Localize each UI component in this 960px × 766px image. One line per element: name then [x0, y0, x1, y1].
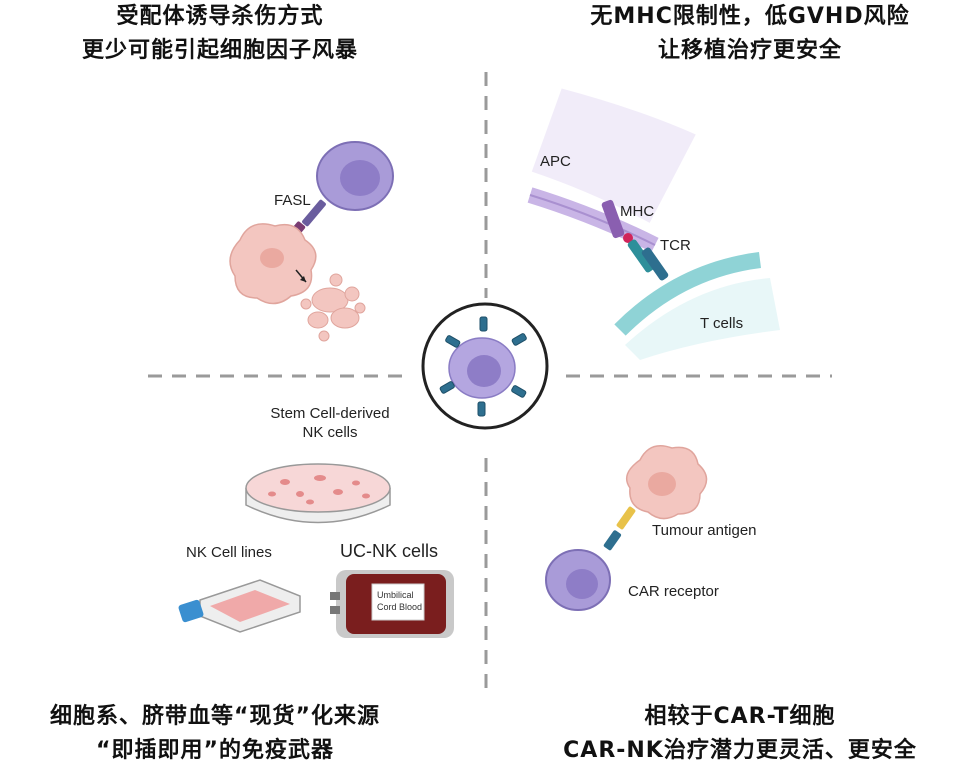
apoptotic-fragments-icon [300, 273, 366, 342]
tcr-icon [627, 239, 655, 273]
stem-cell-label-line1: Stem Cell-derived [270, 405, 389, 422]
fasl-killing-illustration: FASL [229, 141, 394, 342]
bottom-left-caption-line1: 细胞系、脐带血等“现货”化来源 [50, 704, 380, 729]
bottom-right-caption-line1: 相较于CAR-T细胞 [644, 704, 836, 729]
center-nk-cell-icon [421, 302, 549, 430]
bottom-right-caption: 相较于CAR-T细胞 CAR-NK治疗潜力更灵活、更安全 [520, 700, 960, 766]
mhc-tcr-illustration: APC MHC TCR T cells [527, 88, 780, 360]
top-right-caption-line1: 无MHC限制性，低GVHD风险 [590, 4, 910, 29]
stem-cell-label-line2: NK cells [302, 424, 357, 441]
t-cell-membrane [614, 252, 762, 336]
tcr-label: TCR [660, 237, 691, 254]
t-cells-label: T cells [700, 315, 743, 332]
bottom-left-caption: 细胞系、脐带血等“现货”化来源 “即插即用”的免疫武器 [0, 700, 430, 766]
mhc-icon [601, 199, 625, 239]
car-receptor-label: CAR receptor [628, 583, 719, 600]
top-left-caption-line2: 更少可能引起细胞因子风暴 [81, 38, 358, 63]
tumour-antigen-label: Tumour antigen [652, 522, 757, 539]
apc-label: APC [540, 153, 571, 170]
bottom-left-caption-line2: “即插即用”的免疫武器 [96, 738, 334, 763]
uc-nk-cells-label: UC-NK cells [340, 541, 438, 561]
quadrant-dividers [148, 72, 832, 695]
bag-label-line1: Umbilical [377, 590, 414, 600]
fasl-label: FASL [274, 192, 311, 209]
car-receptor-icon [603, 530, 622, 551]
top-left-caption-line1: 受配体诱导杀伤方式 [116, 4, 324, 29]
car-nk-illustration: Tumour antigen CAR receptor [545, 445, 757, 611]
top-left-caption: 受配体诱导杀伤方式 更少可能引起细胞因子风暴 [20, 0, 420, 68]
mhc-label: MHC [620, 203, 654, 220]
nk-cell-lines-label: NK Cell lines [186, 544, 272, 561]
top-right-caption: 无MHC限制性，低GVHD风险 让移植治疗更安全 [540, 0, 960, 68]
top-right-caption-line2: 让移植治疗更安全 [657, 38, 842, 63]
petri-dish-icon [245, 463, 391, 524]
bottom-right-caption-line2: CAR-NK治疗潜力更灵活、更安全 [563, 738, 917, 763]
cord-blood-bag-icon: Umbilical Cord Blood [330, 570, 454, 638]
tumour-antigen-icon [616, 506, 636, 530]
nk-sources-illustration: Stem Cell-derived NK cells NK Cell lines… [178, 405, 454, 638]
culture-flask-icon [178, 579, 301, 633]
bag-label-line2: Cord Blood [377, 602, 422, 612]
